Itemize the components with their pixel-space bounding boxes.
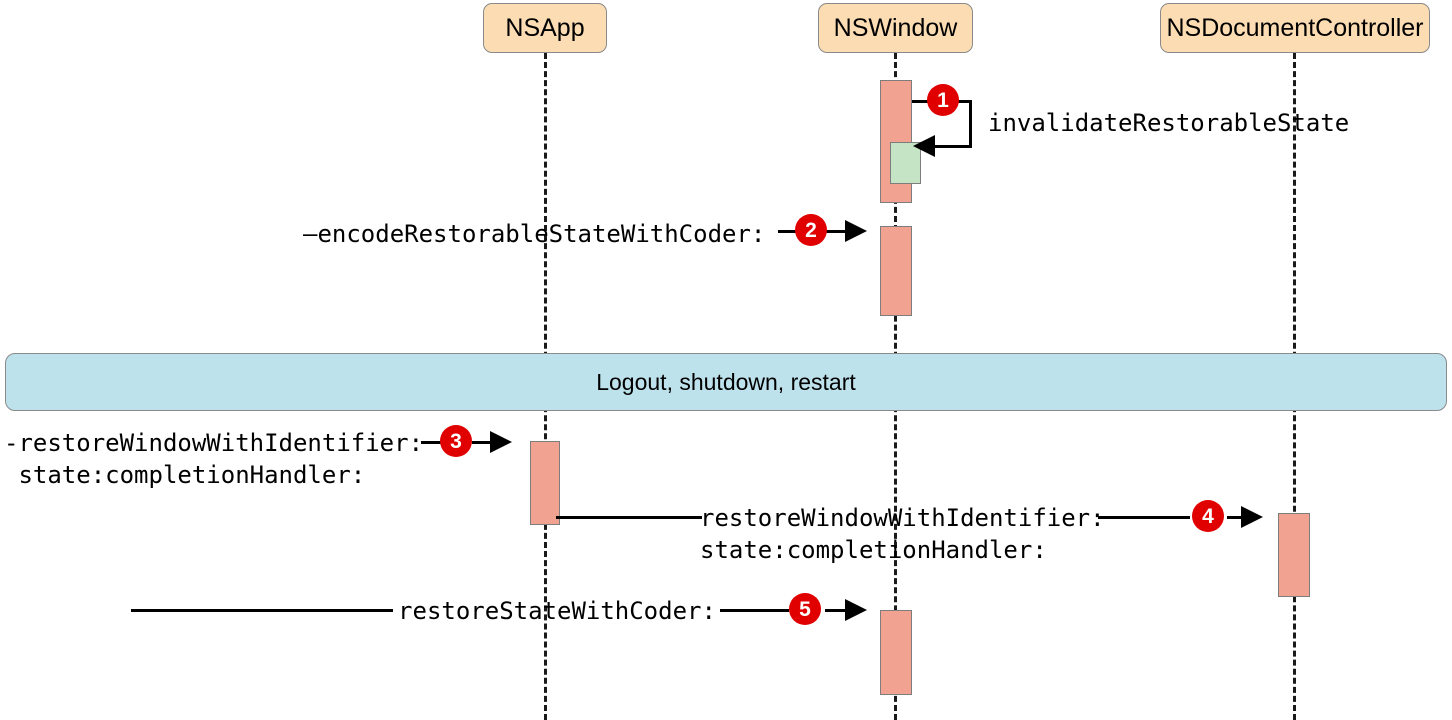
message-2-line-tail xyxy=(825,230,845,233)
message-1-vertical-segment xyxy=(969,100,972,147)
badge-3-label: 3 xyxy=(450,429,462,453)
message-3-label: -restoreWindowWithIdentifier: state:comp… xyxy=(4,429,424,489)
message-3-arrowhead xyxy=(490,431,512,453)
lifeline-head-nsdocumentcontroller: NSDocumentController xyxy=(1160,3,1430,53)
activation-nsapp-3 xyxy=(530,441,560,525)
badge-1: 1 xyxy=(927,84,959,116)
message-1-arrowhead xyxy=(913,135,935,157)
message-1-label: invalidateRestorableState xyxy=(988,109,1350,137)
activation-nswindow-1-nested xyxy=(890,142,921,184)
message-5-arrowhead xyxy=(845,599,867,621)
badge-2: 2 xyxy=(795,214,827,246)
fragment-band-logout-shutdown-restart: Logout, shutdown, restart xyxy=(5,353,1447,411)
message-2-arrowhead xyxy=(845,220,867,242)
message-4-arrowhead xyxy=(1241,506,1263,528)
badge-2-label: 2 xyxy=(805,218,817,242)
fragment-band-label: Logout, shutdown, restart xyxy=(596,368,856,395)
lifeline-label-nswindow: NSWindow xyxy=(833,13,958,42)
message-5-label: restoreStateWithCoder: xyxy=(398,597,716,625)
badge-5: 5 xyxy=(789,593,821,625)
message-1-top-segment xyxy=(957,100,972,103)
message-2-line xyxy=(778,230,797,233)
lifeline-head-nswindow: NSWindow xyxy=(818,3,973,53)
activation-nsdocumentcontroller-4 xyxy=(1278,513,1310,597)
badge-3: 3 xyxy=(440,425,472,457)
activation-nswindow-5 xyxy=(880,610,912,695)
message-5-line xyxy=(131,609,393,612)
message-3-line xyxy=(421,441,443,444)
message-5-line-tail xyxy=(825,609,845,612)
message-5-line-mid xyxy=(720,609,789,612)
message-1-return-segment xyxy=(935,145,972,148)
message-4-label: restoreWindowWithIdentifier: state:compl… xyxy=(700,504,1105,564)
lifeline-head-nsapp: NSApp xyxy=(483,3,607,53)
message-4-line xyxy=(556,516,702,519)
message-1-stub xyxy=(912,100,930,103)
lifeline-label-nsdocumentcontroller: NSDocumentController xyxy=(1166,13,1424,42)
lifeline-label-nsapp: NSApp xyxy=(505,13,585,42)
message-4-line-tail xyxy=(1227,516,1241,519)
message-2-label: —encodeRestorableStateWithCoder: xyxy=(303,220,766,248)
badge-5-label: 5 xyxy=(799,597,811,621)
badge-1-label: 1 xyxy=(937,88,949,112)
badge-4-label: 4 xyxy=(1202,504,1214,528)
badge-4: 4 xyxy=(1192,500,1224,532)
message-4-line-mid xyxy=(1098,516,1190,519)
message-3-line-tail xyxy=(472,441,490,444)
activation-nswindow-2 xyxy=(880,226,912,316)
